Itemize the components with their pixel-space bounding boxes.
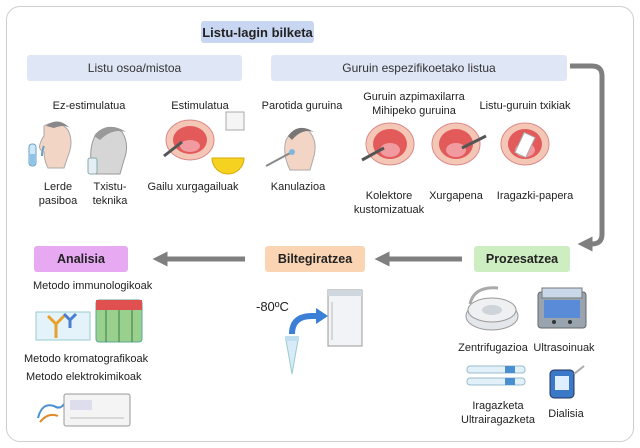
spitting-head-icon: [87, 126, 128, 175]
cannulation-label: Kanulazioa: [270, 181, 326, 193]
storage-label: Biltegiratzea: [277, 252, 353, 266]
title-text: Listu-lagin bilketa: [202, 24, 313, 40]
analysis-box: Analisia: [34, 246, 128, 272]
processing-box: Prozesatzea: [474, 246, 570, 272]
whole-saliva-box: Listu osoa/mistoa: [27, 55, 242, 81]
storage-temperature: -80ºC: [256, 299, 289, 314]
custom-collectors-label-2: kustomizatuak: [353, 204, 425, 216]
filtration-label-2: Ultrairagazketa: [461, 414, 535, 426]
stimulated-mouth-icon: [163, 111, 245, 175]
dialysis-label: Dialisia: [548, 408, 584, 420]
suction-mouth-icon: [431, 122, 487, 166]
centrifuge-icon: [465, 286, 519, 331]
specific-gland-label: Guruin espezifikoetako listua: [342, 61, 496, 75]
drooling-head-icon: [28, 121, 72, 169]
immunoassay-icon: [35, 299, 143, 343]
passive-drool-label-1: Lerde: [43, 181, 73, 193]
electrochemical-device-icon: [37, 393, 131, 427]
suction-label: Xurgapena: [429, 190, 483, 202]
submand-label-2: Mihipeko guruina: [372, 105, 456, 117]
chromatographic-methods-label: Metodo kromatografikoak: [24, 353, 149, 365]
storage-box: Biltegiratzea: [265, 246, 365, 272]
dialysis-cassette-icon: [549, 365, 585, 399]
filter-paper-label: Iragazki-papera: [496, 190, 574, 202]
ultrasound-label: Ultrasoinuak: [533, 342, 595, 354]
specific-gland-box: Guruin espezifikoetako listua: [271, 55, 567, 81]
cannula-head-icon: [265, 127, 316, 171]
centrifugation-label: Zentrifugazioa: [458, 342, 528, 354]
filtration-label-1: Iragazketa: [472, 400, 524, 412]
stimulated-label: Estimulatua: [171, 100, 229, 112]
non-stimulated-label: Ez-estimulatua: [52, 100, 126, 112]
whole-saliva-label: Listu osoa/mistoa: [87, 61, 182, 75]
ultrasonic-bath-icon: [537, 287, 587, 329]
submand-label-1: Guruin azpimaxilarra: [363, 91, 465, 103]
chewing-devices-label: Gailu xurgagailuak: [147, 181, 239, 193]
processing-label: Prozesatzea: [485, 252, 559, 266]
custom-collector-mouth-icon: [361, 122, 415, 166]
custom-collectors-label-1: Kolektore: [365, 190, 413, 202]
filter-paper-mouth-icon: [500, 122, 550, 166]
spit-technique-label-1: Txistu-: [93, 181, 127, 193]
minor-glands-label: Listu-guruin txikiak: [479, 100, 571, 112]
immunological-methods-label: Metodo immunologikoak: [33, 280, 153, 292]
spit-technique-label-2: teknika: [92, 195, 128, 207]
arrow-to-processing: [570, 63, 605, 252]
analysis-label: Analisia: [57, 252, 105, 266]
freezer-icon: [285, 289, 363, 375]
passive-drool-label-2: pasiboa: [38, 195, 78, 207]
electrochemical-methods-label: Metodo elektrokimikoak: [26, 371, 142, 383]
filtration-tubes-icon: [466, 365, 526, 386]
parotid-label: Parotida guruina: [261, 100, 343, 112]
title-box: Listu-lagin bilketa: [201, 21, 314, 43]
